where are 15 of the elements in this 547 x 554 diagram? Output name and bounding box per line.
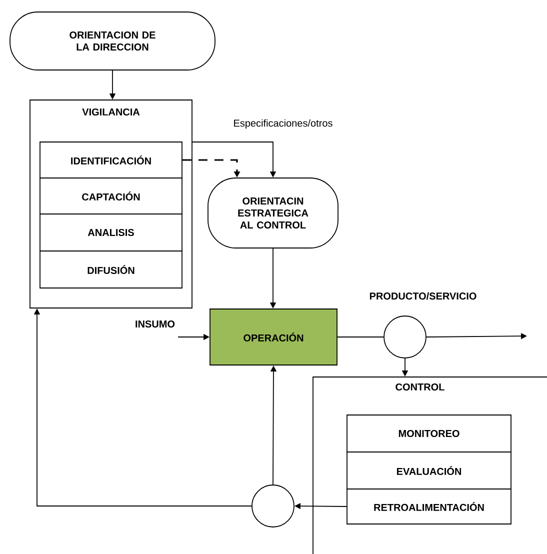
edge-label: Especificaciones/otros bbox=[232, 118, 334, 130]
process-box: IDENTIFICACIÓN bbox=[40, 142, 182, 178]
process-box: OPERACIÓN bbox=[210, 308, 338, 366]
process-box: DIFUSIÓN bbox=[40, 250, 182, 288]
process-box: ANALISIS bbox=[40, 214, 182, 252]
edge-label: INSUMO bbox=[134, 319, 176, 329]
process-box: RETROALIMENTACIÓN bbox=[346, 488, 512, 524]
terminal-box: ORIENTACIN ESTRATEGICA AL CONTROL bbox=[208, 178, 338, 248]
process-box: CAPTACIÓN bbox=[40, 178, 182, 214]
junction-circle bbox=[384, 316, 426, 358]
edge-label: PRODUCTO/SERVICIO bbox=[368, 291, 478, 301]
terminal-box: ORIENTACION DE LA DIRECCION bbox=[10, 12, 216, 70]
process-box: EVALUACIÓN bbox=[346, 452, 512, 490]
process-box: MONITOREO bbox=[346, 414, 512, 452]
junction-circle bbox=[252, 484, 294, 528]
